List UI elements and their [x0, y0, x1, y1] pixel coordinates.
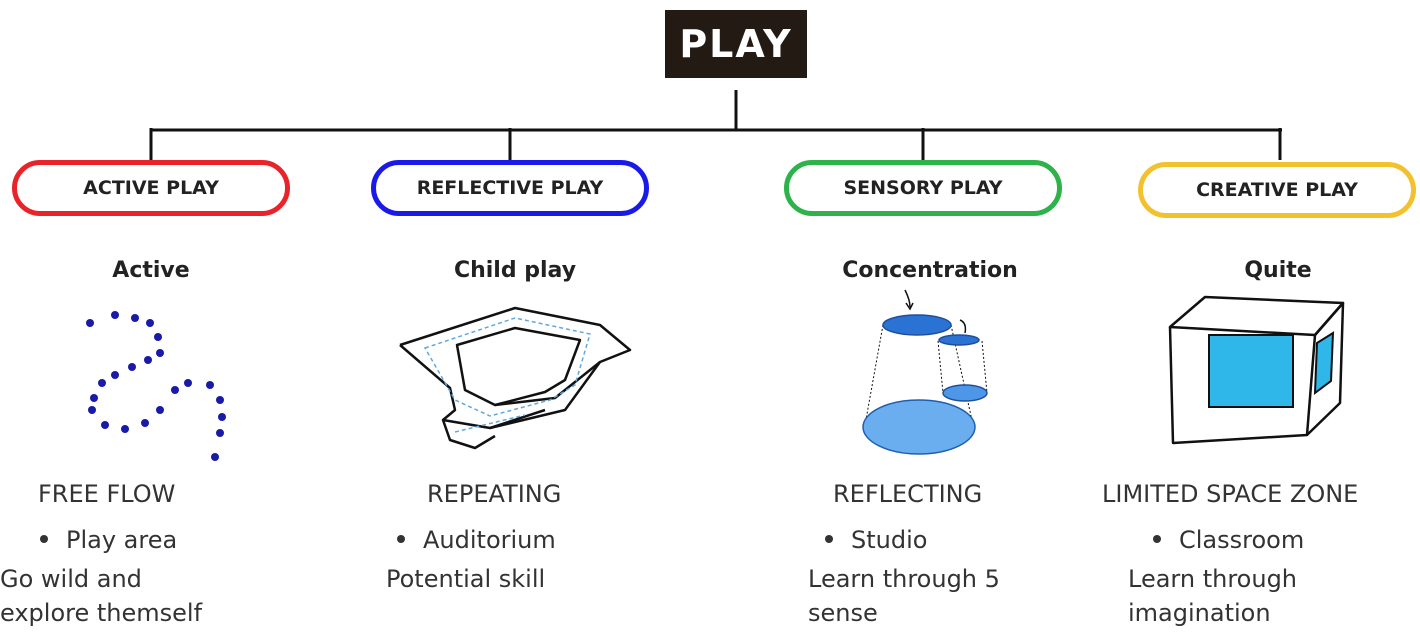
- root-title: PLAY: [679, 22, 793, 66]
- bullet-dot: [397, 535, 405, 543]
- bullet-dot: [40, 535, 48, 543]
- bullet-dot: [825, 535, 833, 543]
- category-active-play: ACTIVE PLAY: [12, 160, 290, 216]
- bullet-text: Play area: [66, 526, 178, 554]
- bullet-text: Auditorium: [423, 526, 556, 554]
- dotted-swirl-icon: [86, 311, 226, 461]
- category-sensory-play: SENSORY PLAY: [784, 160, 1062, 216]
- category-subtitle: Concentration: [842, 258, 1018, 283]
- category-bullet: Classroom: [1153, 526, 1304, 554]
- category-note: Go wild and explore themself: [0, 562, 202, 630]
- bullet-dot: [1153, 535, 1161, 543]
- category-bullet: Play area: [40, 526, 177, 554]
- category-mode: REFLECTING: [833, 480, 983, 508]
- category-subtitle: Quite: [1244, 258, 1312, 283]
- tree-connectors: [149, 90, 1282, 160]
- category-mode: REPEATING: [427, 480, 562, 508]
- category-note: Learn through imagination: [1128, 562, 1297, 630]
- note-line: explore themself: [0, 599, 203, 627]
- path-loop-icon: [399, 306, 632, 450]
- note-line: Learn through 5: [808, 565, 1000, 593]
- category-mode: LIMITED SPACE ZONE: [1102, 480, 1359, 508]
- category-note: Potential skill: [386, 562, 545, 596]
- category-creative-play: CREATIVE PLAY: [1138, 162, 1416, 218]
- category-subtitle: Active: [112, 258, 190, 283]
- category-mode: FREE FLOW: [38, 480, 176, 508]
- category-label: SENSORY PLAY: [843, 177, 1003, 199]
- category-note: Learn through 5 sense: [808, 562, 1000, 630]
- category-label: CREATIVE PLAY: [1196, 179, 1358, 201]
- category-bullet: Studio: [825, 526, 927, 554]
- category-label: ACTIVE PLAY: [83, 177, 219, 199]
- category-bullet: Auditorium: [397, 526, 556, 554]
- cube-room-icon: [1168, 295, 1345, 445]
- note-line: imagination: [1128, 599, 1271, 627]
- bullet-text: Classroom: [1179, 526, 1305, 554]
- note-line: Potential skill: [386, 565, 546, 593]
- note-line: Go wild and: [0, 565, 142, 593]
- cylinders-icon: [862, 289, 988, 455]
- category-reflective-play: REFLECTIVE PLAY: [371, 160, 649, 216]
- bullet-text: Studio: [851, 526, 928, 554]
- category-subtitle: Child play: [453, 258, 577, 283]
- root-node: PLAY: [665, 10, 807, 78]
- note-line: sense: [808, 599, 878, 627]
- category-label: REFLECTIVE PLAY: [416, 177, 604, 199]
- note-line: Learn through: [1128, 565, 1298, 593]
